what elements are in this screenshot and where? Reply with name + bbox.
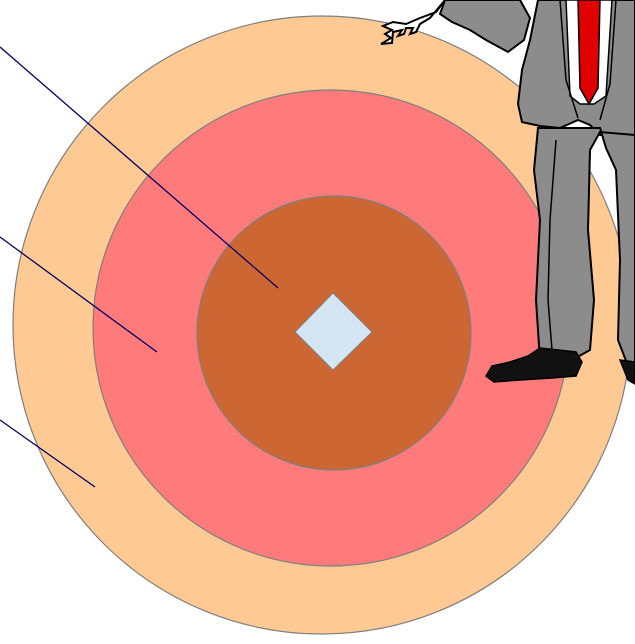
tie	[578, 0, 600, 104]
suit-arm	[440, 0, 530, 52]
